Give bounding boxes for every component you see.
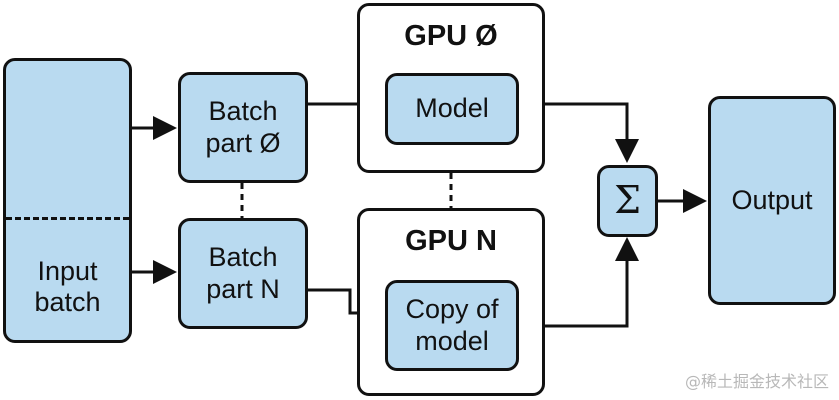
gpu-0-box: GPU Ø Model [357, 3, 545, 173]
sum-box: Σ [597, 165, 658, 237]
gpu-n-box: GPU N Copy of model [357, 208, 545, 396]
batch-part-n-box: Batch part N [178, 218, 308, 329]
batch-part-n-label: Batch part N [206, 242, 280, 304]
model-box: Model [385, 73, 519, 145]
gpu-0-title: GPU Ø [404, 20, 498, 52]
output-box: Output [708, 96, 836, 305]
copy-of-model-box: Copy of model [385, 280, 519, 371]
arrow-model-to-sum [516, 102, 639, 163]
sum-symbol: Σ [614, 178, 641, 223]
batch-part-0-label: Batch part Ø [205, 96, 281, 158]
batch-part-0-box: Batch part Ø [178, 72, 308, 183]
input-batch-divider [6, 217, 129, 220]
input-batch-box: Input batch [3, 58, 132, 343]
arrow-copy-to-sum [516, 237, 639, 328]
gpu-n-title: GPU N [405, 225, 497, 257]
copy-of-model-label: Copy of model [405, 294, 499, 356]
watermark: @稀土掘金技术社区 [684, 372, 829, 391]
output-label: Output [731, 184, 813, 215]
input-batch-label: Input batch [34, 255, 101, 317]
model-label: Model [415, 93, 489, 124]
